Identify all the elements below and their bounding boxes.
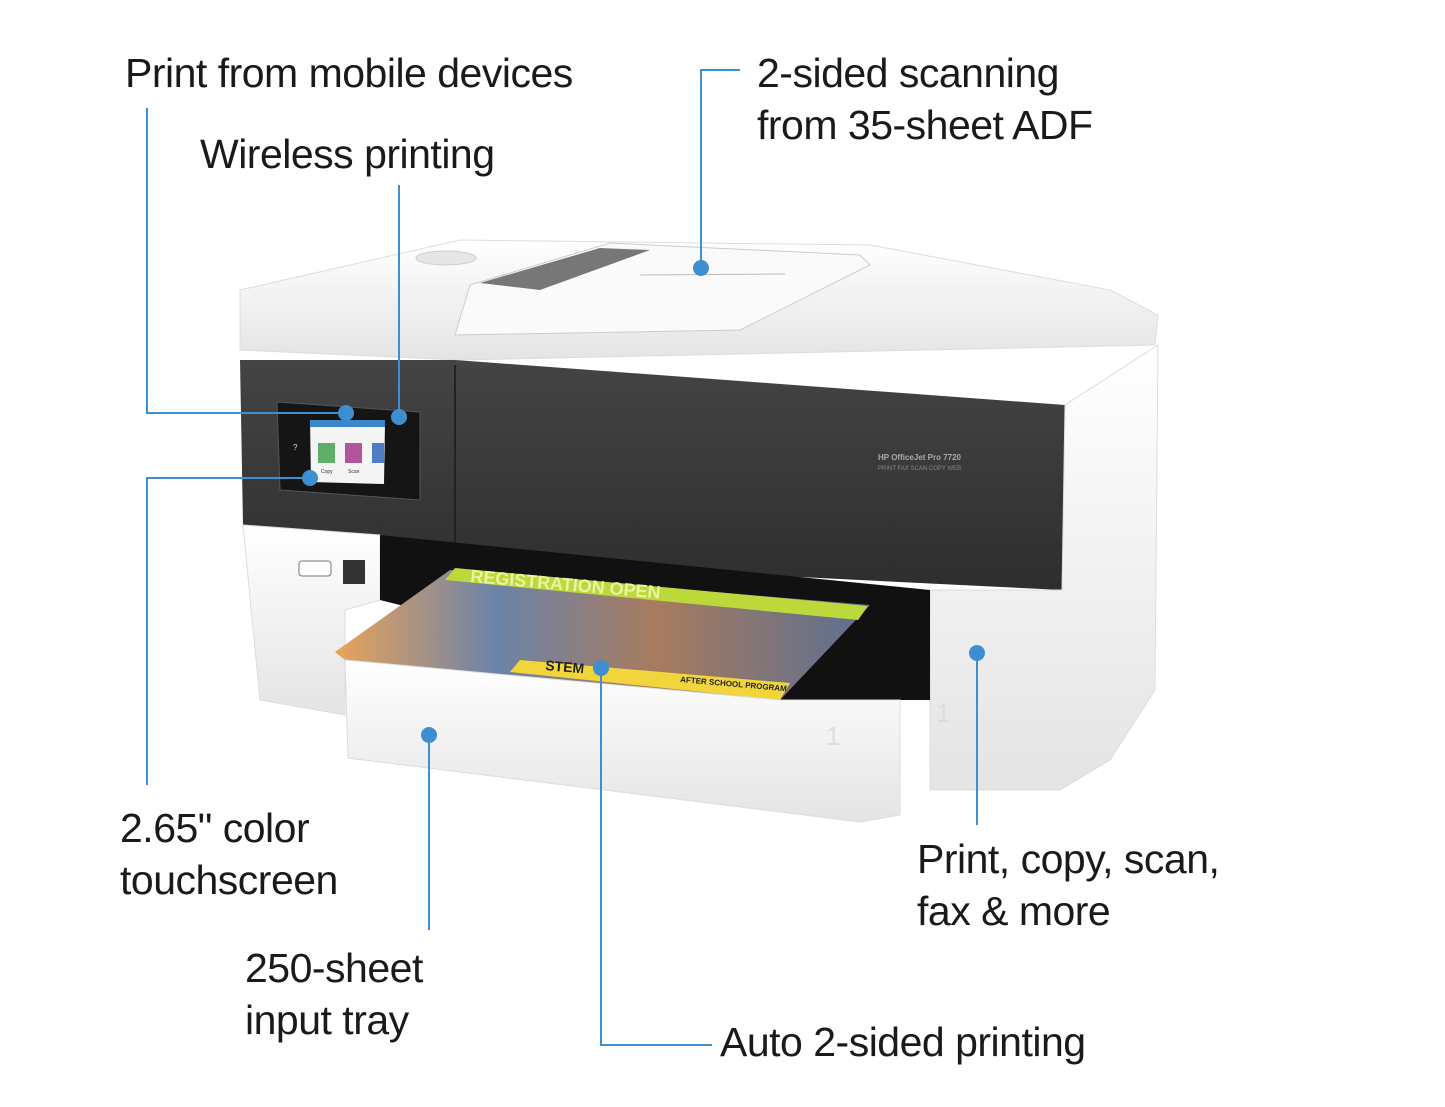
callout-mobile: Print from mobile devices (125, 50, 573, 96)
svg-text:Scan: Scan (348, 469, 360, 475)
callout-duplex: Auto 2-sided printing (720, 1019, 1086, 1065)
callout-line-touchscreen (146, 477, 310, 785)
svg-text:Copy: Copy (321, 469, 333, 475)
callout-line-scanning (700, 69, 740, 268)
front-panel (240, 360, 1065, 590)
callout-functions: Print, copy, scan, fax & more (917, 836, 1220, 934)
callout-line-duplex (600, 668, 712, 1046)
svg-text:1: 1 (936, 698, 950, 728)
callout-touchscreen: 2.65" color touchscreen (120, 805, 338, 903)
callout-tray: 250-sheet input tray (245, 945, 423, 1043)
printed-paper: REGISTRATION OPEN STEM AFTER SCHOOL PROG… (335, 566, 870, 700)
model-name: HP OfficeJet Pro 7720 (878, 453, 962, 462)
callout-lines (146, 69, 978, 1046)
power-button (298, 560, 332, 577)
callout-scanning: 2-sided scanning from 35-sheet ADF (757, 50, 1093, 148)
svg-text:?: ? (293, 443, 298, 452)
model-functions: PRINT FAX SCAN COPY WEB (878, 466, 961, 472)
input-tray (344, 659, 901, 823)
printer-right-side (929, 344, 1159, 791)
adf-tray (454, 242, 871, 336)
svg-text:STEM: STEM (545, 657, 585, 676)
callout-wireless: Wireless printing (200, 131, 495, 177)
callout-line-mobile (146, 108, 346, 414)
energy-star-logo (343, 560, 365, 584)
svg-text:1: 1 (826, 721, 840, 751)
callout-dots (302, 260, 985, 743)
